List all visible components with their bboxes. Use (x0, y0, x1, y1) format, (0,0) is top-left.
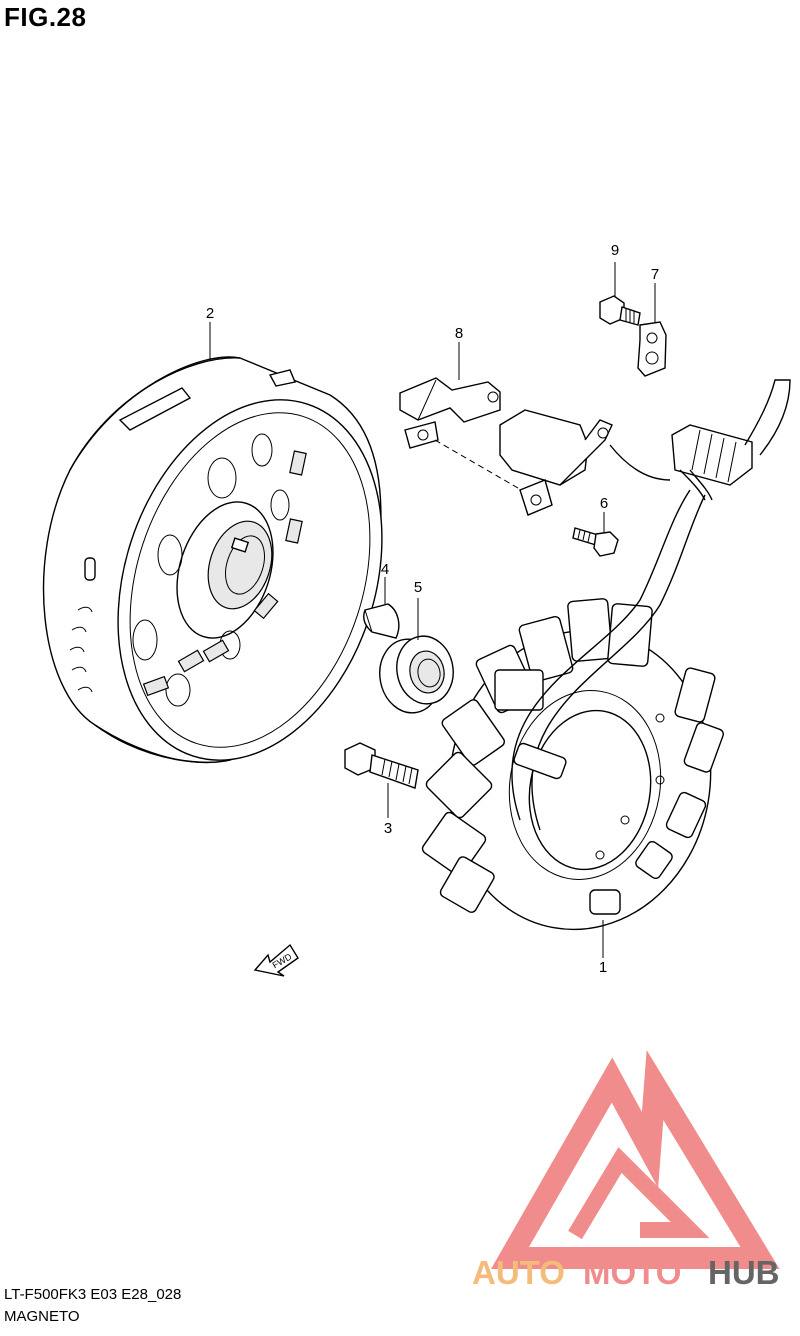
section-name: MAGNETO (4, 1308, 80, 1325)
callout-4: 4 (381, 561, 389, 578)
dashed-line-8 (434, 439, 531, 496)
wire-clamp (637, 321, 667, 377)
callout-7: 7 (651, 266, 659, 283)
callout-5: 5 (414, 579, 422, 596)
forward-arrow-icon: FWD (253, 943, 299, 977)
watermark-word-hub: HUB (708, 1254, 780, 1291)
pickup-bracket (399, 377, 501, 449)
flywheel-rotor (42, 356, 383, 764)
bolt-3 (344, 742, 419, 789)
callout-6: 6 (600, 495, 608, 512)
callout-8: 8 (455, 325, 463, 342)
callout-3: 3 (384, 820, 392, 837)
figure-title: FIG.28 (4, 2, 87, 32)
bolt-9 (599, 295, 641, 326)
watermark-word-auto: AUTO (472, 1254, 565, 1291)
pickup-coil (499, 409, 671, 516)
woodruff-key (363, 603, 400, 639)
rotor-nut (379, 635, 454, 714)
callout-2: 2 (206, 305, 214, 322)
bolt-6 (572, 527, 619, 557)
stator-assembly (421, 379, 791, 931)
model-code: LT-F500FK3 E03 E28_028 (4, 1286, 182, 1303)
watermark-word-moto: MOTO (583, 1254, 681, 1291)
callout-9: 9 (611, 242, 619, 259)
watermark-logo: AUTO MOTO HUB (472, 1050, 780, 1291)
callout-1: 1 (599, 959, 607, 976)
